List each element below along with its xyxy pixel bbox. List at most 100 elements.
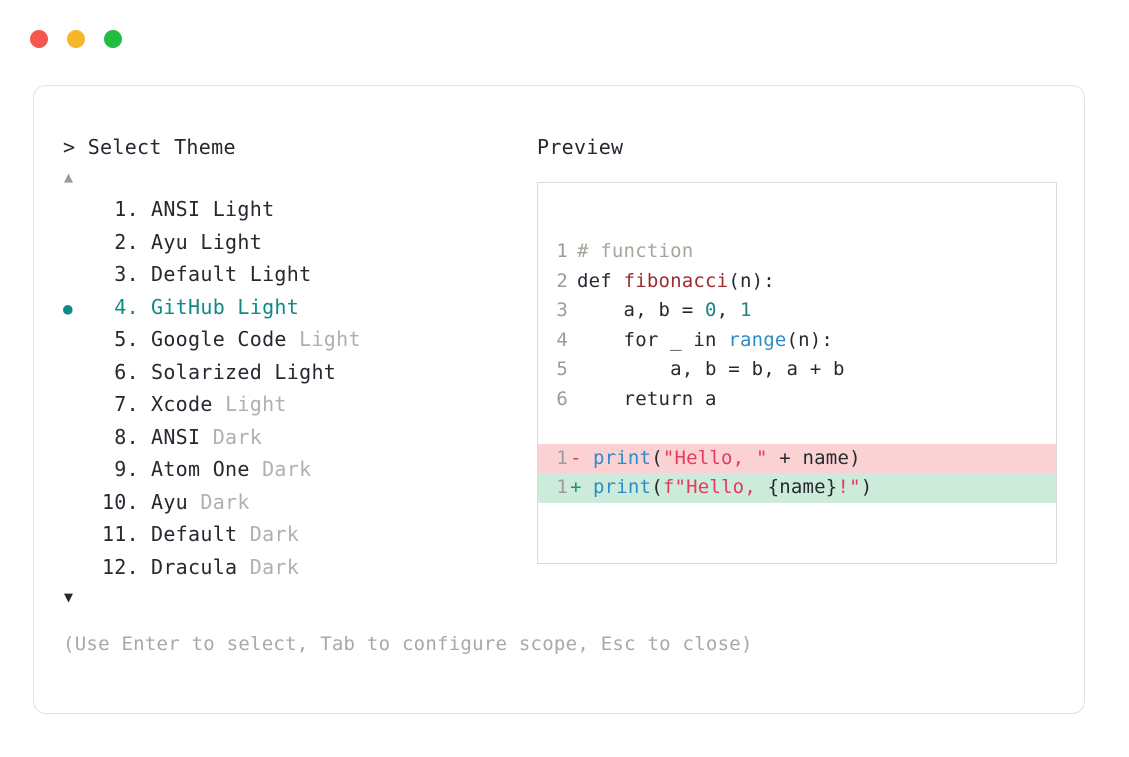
code-token: return a — [577, 387, 717, 410]
theme-item-number: 6. — [101, 359, 139, 384]
theme-list-item[interactable]: 5.Google Code Light — [63, 324, 533, 357]
theme-item-spacer — [225, 292, 237, 323]
theme-item-name: Atom One — [151, 457, 250, 481]
diff-block: 1-print("Hello, " + name)1+print(f"Hello… — [538, 443, 1056, 503]
theme-item-name: Ayu — [151, 229, 189, 254]
code-token: fibonacci — [623, 269, 729, 292]
theme-item-number: 9. — [101, 457, 139, 481]
theme-list-item[interactable]: 10.Ayu Dark — [63, 487, 533, 520]
code-line: 3 a, b = 0, 1 — [538, 296, 1056, 326]
bullet-placeholder — [63, 391, 93, 422]
line-number: 1 — [556, 476, 568, 498]
prompt-header: > Select Theme — [63, 134, 533, 160]
theme-item-name: Default — [151, 262, 238, 286]
theme-item-spacer — [287, 324, 299, 355]
code-token: , — [716, 299, 740, 321]
theme-item-spacer — [188, 227, 200, 258]
theme-item-name: ANSI — [151, 424, 201, 449]
code-token: ) — [860, 476, 873, 498]
bullet-placeholder — [63, 554, 93, 585]
theme-item-number: 4. — [101, 294, 139, 319]
line-number: 4 — [556, 328, 568, 351]
code-token: (n): — [786, 328, 834, 351]
line-number: 5 — [556, 358, 568, 380]
theme-item-spacer — [237, 552, 249, 583]
page-title — [75, 135, 87, 159]
bullet-placeholder — [63, 521, 93, 552]
code-token: ( — [651, 476, 663, 498]
maximize-dot[interactable] — [104, 30, 122, 48]
theme-item-name: Solarized — [151, 359, 263, 384]
code-line-text: print(f"Hello, {name}!") — [584, 473, 872, 503]
code-token: f"Hello, — [662, 476, 768, 498]
theme-list-item[interactable]: 6. Solarized Light — [63, 357, 533, 390]
theme-item-spacer — [237, 519, 249, 550]
theme-item-name: Default — [151, 522, 238, 546]
code-line-text: # function — [568, 237, 693, 267]
code-token: # function — [577, 240, 694, 262]
close-dot[interactable] — [30, 30, 48, 48]
bullet-placeholder — [63, 359, 93, 390]
line-number: 2 — [556, 269, 568, 292]
bullet-placeholder — [63, 489, 93, 520]
theme-list-item[interactable]: 2.Ayu Light — [63, 227, 533, 260]
line-number: 1 — [556, 446, 568, 469]
code-token: ( — [651, 446, 663, 469]
bullet-placeholder — [63, 456, 93, 487]
code-token: 1 — [739, 299, 752, 321]
theme-item-spacer — [200, 422, 212, 453]
code-line: 6 return a — [538, 385, 1056, 415]
theme-list-item[interactable]: 9. Atom One Dark — [63, 454, 533, 487]
theme-item-variant: Light — [237, 294, 300, 319]
theme-item-variant: Light — [299, 327, 361, 351]
window-controls — [30, 30, 122, 48]
theme-list-item[interactable]: 8. ANSI Dark — [63, 422, 533, 455]
scroll-down-icon[interactable]: ▼ — [64, 588, 74, 606]
theme-list-item[interactable]: 3.Default Light — [63, 259, 533, 292]
theme-list-item[interactable]: ● 4.GitHub Light — [63, 292, 533, 325]
theme-list-item[interactable]: 12.Dracula Dark — [63, 552, 533, 585]
code-spacer — [538, 414, 1056, 444]
theme-item-variant: Dark — [200, 489, 250, 514]
preview-label: Preview — [537, 135, 624, 159]
theme-item-spacer — [213, 389, 225, 420]
code-line-text: a, b = 0, 1 — [568, 296, 752, 326]
theme-item-number: 1. — [101, 197, 139, 221]
theme-list-item[interactable]: 11.Default Dark — [63, 519, 533, 552]
theme-list-item[interactable]: 7.Xcode Light — [63, 389, 533, 422]
code-line: 1 # function — [538, 237, 1056, 267]
code-token: + name) — [767, 446, 861, 469]
bullet-placeholder — [63, 229, 93, 260]
minimize-dot[interactable] — [67, 30, 85, 48]
diff-removed-line: 1-print("Hello, " + name) — [538, 443, 1056, 473]
theme-item-spacer — [237, 259, 249, 290]
theme-item-number: 12. — [101, 554, 139, 579]
theme-selector-panel: > Select Theme ▲ 1.ANSI Light 2.Ayu Ligh… — [63, 134, 533, 608]
bullet-placeholder — [63, 424, 93, 455]
prompt-label: Select Theme — [87, 135, 236, 159]
code-token: a, b = — [577, 299, 706, 321]
theme-item-number: 10. — [101, 489, 139, 514]
line-number: 1 — [556, 240, 568, 262]
theme-list-item[interactable]: 1.ANSI Light — [63, 194, 533, 227]
prompt-caret-icon: > — [63, 135, 76, 159]
theme-item-number: 8. — [101, 424, 139, 449]
theme-item-variant: Light — [212, 197, 275, 221]
theme-item-variant: Dark — [249, 522, 300, 546]
theme-item-variant: Dark — [212, 424, 263, 449]
keyboard-hint: (Use Enter to select, Tab to configure s… — [63, 633, 753, 655]
code-token: {name} — [767, 476, 838, 498]
code-token: print — [593, 476, 652, 498]
theme-item-variant: Dark — [262, 457, 312, 481]
theme-item-variant: Light — [274, 359, 337, 384]
diff-plus-icon: + — [570, 476, 582, 498]
theme-item-number: 2. — [101, 229, 139, 254]
diff-added-line: 1+print(f"Hello, {name}!") — [538, 473, 1056, 503]
theme-item-number: 7. — [101, 392, 139, 416]
code-token: for _ in — [577, 328, 729, 351]
theme-list: 1.ANSI Light 2.Ayu Light 3.Default Light… — [63, 194, 533, 584]
scroll-up-icon[interactable]: ▲ — [64, 168, 74, 186]
